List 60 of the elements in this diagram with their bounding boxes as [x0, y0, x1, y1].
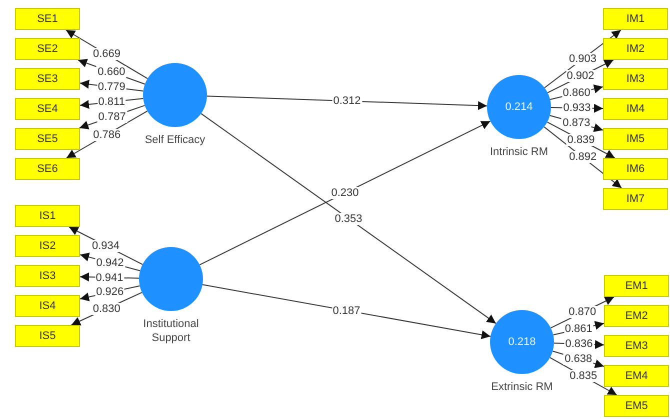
- arrow: [199, 120, 491, 266]
- indicator-box: EM4: [604, 365, 669, 387]
- construct-name: Intrinsic RM: [488, 145, 550, 160]
- edge-label: 0.860: [562, 87, 592, 100]
- arrow: [202, 284, 491, 340]
- indicator-box: IM4: [603, 98, 668, 120]
- indicator-box: IS4: [15, 295, 80, 317]
- arrow: [206, 96, 488, 110]
- indicator-box: IM1: [603, 8, 668, 30]
- edge-label: 0.811: [97, 96, 126, 108]
- indicator-box: SE5: [15, 128, 80, 150]
- edge-label: 0.941: [94, 272, 124, 284]
- edge-label: 0.892: [568, 151, 598, 164]
- indicator-box: IS5: [15, 325, 80, 347]
- indicator-box: IM3: [603, 68, 668, 90]
- edge-label: 0.638: [564, 352, 594, 365]
- edge-label: 0.836: [564, 338, 594, 350]
- edge-label: 0.669: [92, 48, 122, 60]
- edge-label: 0.230: [330, 187, 360, 199]
- edge-label: 0.902: [566, 70, 596, 82]
- indicator-box: EM1: [604, 275, 669, 297]
- indicator-box: SE1: [15, 8, 80, 30]
- indicator-box: SE4: [15, 98, 80, 120]
- edge-label: 0.779: [96, 81, 126, 94]
- indicator-box: EM2: [604, 305, 669, 327]
- latent-variable-circle: 0.218: [490, 310, 554, 374]
- edge-label: 0.835: [568, 370, 598, 382]
- edge-label: 0.873: [562, 116, 592, 129]
- indicator-box: IM6: [603, 158, 668, 180]
- indicator-box: IM5: [603, 128, 668, 150]
- edge-label: 0.312: [332, 95, 362, 107]
- edge-label: 0.353: [334, 212, 364, 224]
- indicator-box: SE6: [15, 158, 80, 180]
- edge-label: 0.660: [96, 66, 126, 78]
- edge-label: 0.870: [568, 306, 598, 318]
- edge-label: 0.830: [92, 302, 122, 315]
- indicator-box: IS1: [15, 205, 80, 227]
- edge-label: 0.933: [562, 102, 592, 114]
- edge-label: 0.903: [568, 52, 598, 65]
- edge-label: 0.786: [92, 128, 122, 141]
- indicator-box: EM5: [604, 395, 669, 417]
- indicator-box: SE2: [15, 38, 80, 60]
- indicator-box: IM2: [603, 38, 668, 60]
- construct-name: Extrinsic RM: [490, 380, 554, 394]
- edge-label: 0.187: [332, 304, 362, 316]
- edge-label: 0.926: [95, 286, 125, 298]
- edge-label: 0.787: [97, 110, 127, 123]
- indicator-box: IS2: [15, 235, 80, 257]
- indicator-box: IM7: [603, 188, 668, 210]
- edge-label: 0.942: [95, 256, 125, 269]
- construct-name: Institutional Support: [142, 317, 200, 346]
- indicator-box: IS3: [15, 265, 80, 287]
- construct-name: Self Efficacy: [144, 133, 206, 148]
- latent-variable-circle: 0.214: [487, 75, 551, 139]
- indicator-box: SE3: [15, 68, 80, 90]
- edge-label: 0.934: [91, 240, 121, 252]
- edge-label: 0.861: [564, 323, 594, 336]
- indicator-box: EM3: [604, 335, 669, 357]
- arrow: [200, 113, 496, 324]
- edge-label: 0.839: [566, 134, 596, 146]
